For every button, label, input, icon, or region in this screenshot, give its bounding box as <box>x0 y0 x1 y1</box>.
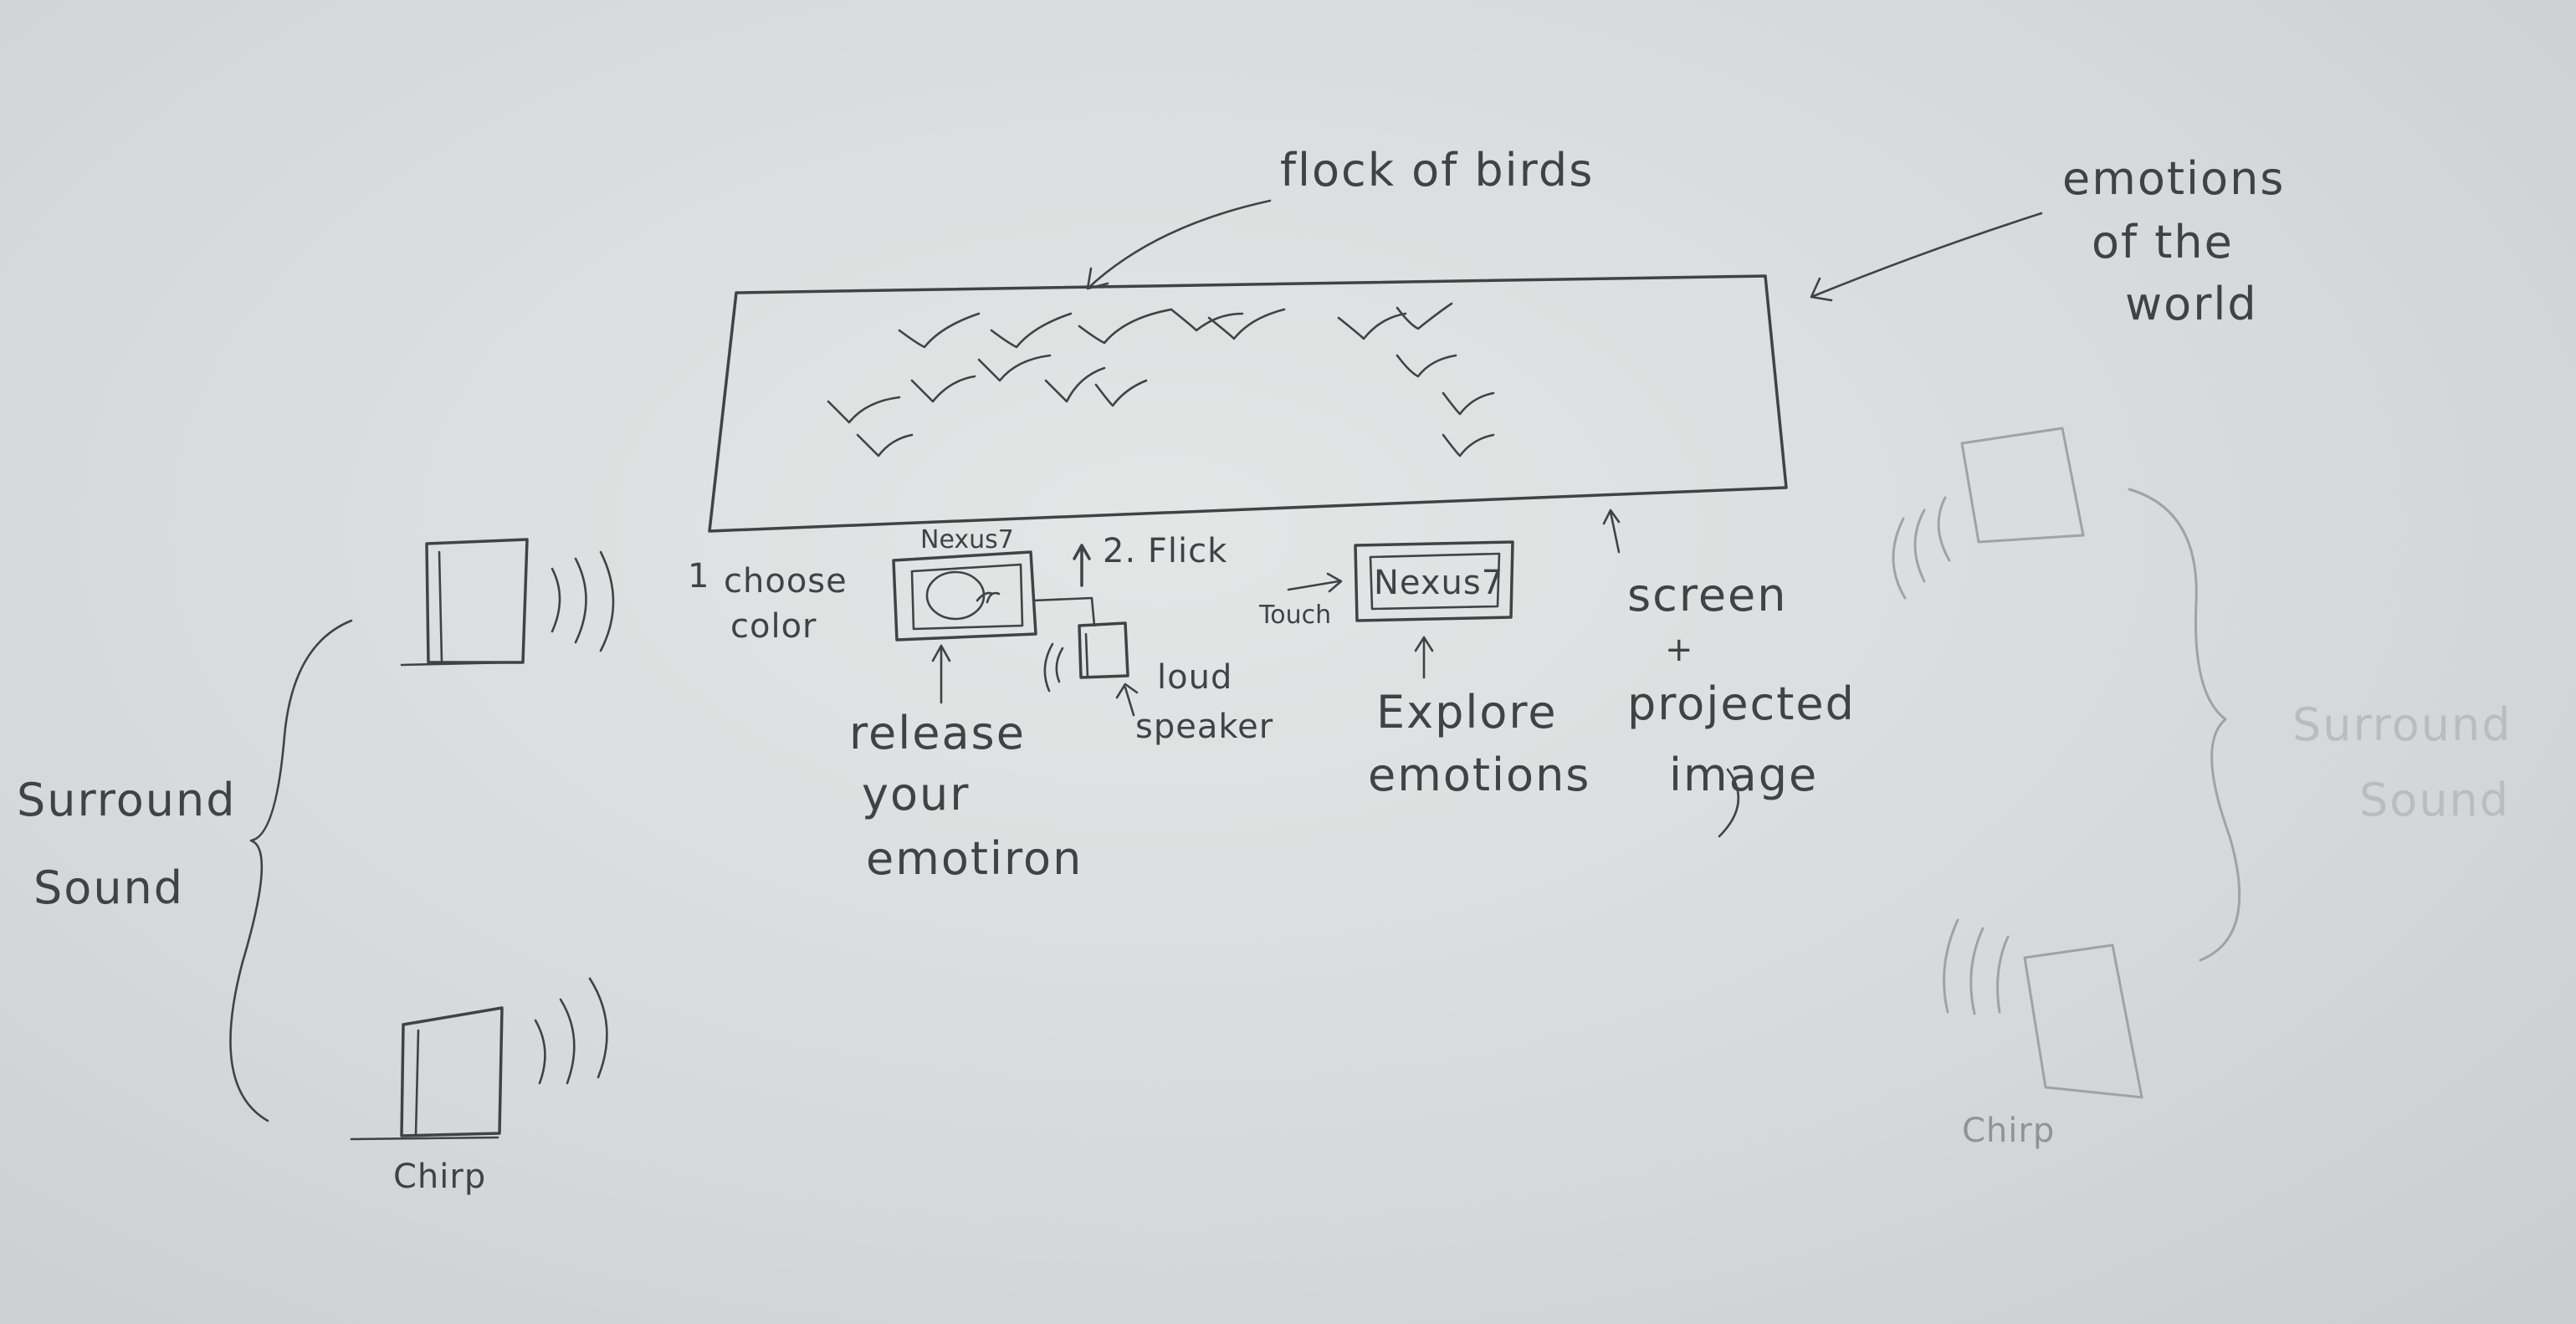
speaker-left-bottom <box>350 977 608 1141</box>
emotions-of-the-world-line-1: emotions <box>2062 152 2285 205</box>
emotions-arrow <box>1810 212 2043 302</box>
touch-label: Touch <box>1258 601 1331 630</box>
sound-waves-icon <box>534 977 608 1085</box>
left-brace <box>229 619 353 1122</box>
explore-arrow <box>1414 636 1434 679</box>
nexus7-tablet-small: Nexus7 <box>892 525 1037 642</box>
speaker-left-top <box>400 538 615 667</box>
chirp-left-label: Chirp <box>393 1158 486 1196</box>
speaker-right-top <box>1892 427 2085 600</box>
nexus7-tablet-large: Nexus7 <box>1354 540 1514 622</box>
surround-sound-right-line-1: Surround <box>2292 698 2512 751</box>
explore-emotions-line-1: Explore <box>1376 686 1558 739</box>
touch-arrow <box>1287 572 1343 593</box>
bird-flock <box>827 302 1495 458</box>
release-label-line-2: your <box>862 768 970 820</box>
loud-speaker-arrow <box>1115 682 1139 717</box>
sound-waves-icon <box>1892 496 1951 600</box>
explore-emotions-line-2: emotions <box>1368 749 1590 801</box>
step-2-flick-label: 2. Flick <box>1103 532 1227 570</box>
screen-label-line-1: screen <box>1627 569 1788 621</box>
screen-label-line-3: projected <box>1627 677 1856 730</box>
screen-label-line-4: image <box>1669 749 1818 801</box>
surround-sound-right-line-2: Sound <box>2359 774 2510 826</box>
emotions-of-the-world-line-3: world <box>2125 278 2258 330</box>
step-1-number: 1 <box>688 557 709 596</box>
nexus7-large-label: Nexus7 <box>1374 564 1503 602</box>
release-arrow <box>931 644 951 704</box>
release-label-line-1: release <box>849 707 1026 759</box>
speaker-sound-waves-icon <box>1043 642 1064 693</box>
choose-color-line-1: choose <box>724 562 848 601</box>
chirp-right-label: Chirp <box>1962 1112 2055 1150</box>
right-brace <box>2128 488 2241 962</box>
release-label-line-3: emotiron <box>866 832 1083 885</box>
sound-waves-icon <box>1943 918 2010 1015</box>
flick-arrow <box>1073 544 1091 587</box>
speaker-right-bottom <box>1943 918 2143 1099</box>
screen-label-line-2: + <box>1665 631 1694 669</box>
emotions-of-the-world-line-2: of the <box>2092 216 2234 268</box>
surround-sound-left-line-1: Surround <box>17 774 237 826</box>
surround-sound-left-line-2: Sound <box>33 861 184 914</box>
nexus7-small-label: Nexus7 <box>920 525 1014 555</box>
loud-speaker <box>1032 596 1129 693</box>
screen-arrow <box>1602 509 1621 554</box>
loud-speaker-label-line-2: speaker <box>1135 708 1273 746</box>
flock-of-birds-label: flock of birds <box>1280 144 1594 197</box>
projection-screen <box>708 274 1788 533</box>
color-circle-icon <box>925 570 986 621</box>
sound-waves-icon <box>551 550 615 652</box>
loud-speaker-label-line-1: loud <box>1157 658 1232 697</box>
choose-color-line-2: color <box>730 607 817 646</box>
flock-arrow <box>1086 199 1272 290</box>
